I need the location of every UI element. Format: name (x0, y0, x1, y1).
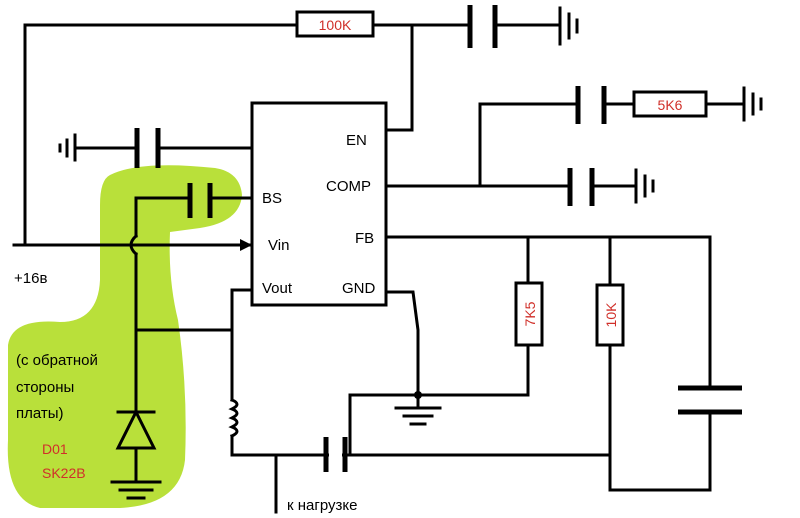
ground-main (394, 406, 442, 426)
wire-fb-r1-gnd (416, 343, 530, 397)
inductor (228, 398, 239, 439)
pin-fb: FB (355, 230, 374, 247)
pin-bs: BS (262, 190, 282, 207)
resistor-5k6 (632, 90, 708, 118)
diode-part: SK22B (42, 465, 86, 481)
wire-cap-out-gnd (343, 393, 420, 457)
highlight-area (7, 165, 243, 508)
pin-gnd: GND (342, 280, 376, 297)
diode-ref: D01 (42, 441, 68, 457)
pin-en: EN (346, 132, 367, 149)
note-line-1: (с обратной (16, 352, 98, 369)
load-label: к нагрузке (287, 497, 357, 514)
note-line-3: платы) (16, 405, 64, 422)
ground-diode (110, 480, 162, 500)
wire-gnd (384, 290, 420, 397)
note-line-2: стороны (16, 379, 74, 396)
pin-vout: Vout (262, 280, 293, 297)
pin-comp: COMP (326, 178, 371, 195)
ground-comp2 (634, 168, 655, 204)
ground-top (558, 6, 579, 46)
pin-vin: Vin (268, 237, 289, 254)
supply-label: +16в (14, 270, 47, 287)
wire-vout (230, 288, 254, 402)
resistor-100k-label: 100K (319, 17, 352, 33)
wire-cout-bottom (608, 410, 712, 492)
vin-arrow (240, 239, 252, 251)
resistor-7k5-label: 7K5 (522, 301, 538, 326)
resistor-100k (295, 10, 375, 38)
wire-crossover (129, 233, 139, 257)
wire-comp-up (478, 102, 580, 188)
resistor-7k5 (514, 281, 544, 347)
ground-left (58, 133, 77, 162)
resistor-5k6-label: 5K6 (658, 97, 683, 113)
wire-output (230, 434, 612, 457)
regulator-chip (250, 101, 388, 307)
wire-bs-node (134, 196, 192, 238)
cap-out-gap (329, 450, 342, 460)
resistor-10k-label: 10K (603, 302, 619, 328)
ground-comp1 (742, 86, 763, 122)
